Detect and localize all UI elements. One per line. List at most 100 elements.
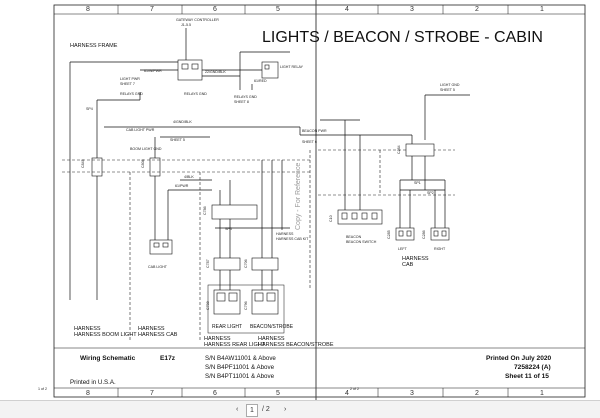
cab-light-pwr-label: CAB LIGHT PWR bbox=[126, 128, 155, 132]
sheet-number-label: Sheet 11 of 15 bbox=[505, 373, 549, 380]
col-5-bottom: 5 bbox=[276, 390, 280, 397]
sheet5-label-r: SHEET 5 bbox=[440, 88, 455, 92]
watermark: Copy - For Reference bbox=[295, 163, 302, 230]
col-2-bottom: 2 bbox=[475, 390, 479, 397]
drawing-frame bbox=[53, 4, 586, 398]
wire-label-1: 61/W/PWR bbox=[144, 69, 162, 73]
beacon-strobe-label: BEACON/STROBE bbox=[250, 324, 294, 330]
viewer-toolbar: ‹ 1 / 2 › bbox=[0, 400, 600, 418]
harness-rear-light-label: HARNESS REAR LIGHT bbox=[204, 342, 266, 348]
connector-c845 bbox=[91, 157, 103, 177]
left-light-label: LEFT bbox=[398, 247, 408, 251]
col-1-bottom: 1 bbox=[540, 390, 544, 397]
light-gnd-label: LIGHT GND bbox=[440, 83, 460, 87]
harness-frame-label: HARNESS FRAME bbox=[70, 43, 118, 49]
wire-label-3: 61/RED bbox=[254, 79, 267, 83]
relays-gnd-label: RELAYS GND bbox=[120, 92, 143, 96]
wire-label-4: 4/GND/BLK bbox=[173, 120, 192, 124]
c787-label: C787 bbox=[206, 259, 210, 268]
beacon-switch-label-1: BEACON bbox=[346, 235, 362, 239]
wiring-schematic-label: Wiring Schematic bbox=[80, 355, 136, 362]
light-pwr-label: LIGHT PWR bbox=[120, 77, 140, 81]
c808-label: C808 bbox=[141, 159, 145, 168]
relays-gnd-label-3: RELAYS GND bbox=[234, 95, 257, 99]
sp2-label: SP2 bbox=[427, 191, 434, 195]
connector-c787 bbox=[213, 257, 241, 271]
harness-cab-kit-label-a: HARNESS bbox=[276, 232, 294, 236]
harness-cab-right-label-1: HARNESS bbox=[402, 256, 429, 262]
connector-c808 bbox=[149, 157, 161, 177]
right-light-label: RIGHT bbox=[434, 247, 446, 251]
connector-c786 bbox=[211, 204, 258, 220]
sp4-label-2: SP4 bbox=[225, 227, 232, 231]
col-6-bottom: 6 bbox=[213, 390, 217, 397]
light-relay-box bbox=[261, 61, 279, 79]
sheet5-label: SHEET 5 bbox=[170, 138, 185, 142]
harness-cab-label: HARNESS CAB bbox=[138, 332, 178, 338]
page-number-input[interactable]: 1 bbox=[246, 404, 258, 417]
sheet8-label: SHEET 8 bbox=[234, 100, 249, 104]
sheet7-label: SHEET 7 bbox=[120, 82, 135, 86]
beacon-pwr-label: BEACON PWR bbox=[302, 129, 327, 133]
col-2: 2 bbox=[475, 6, 479, 13]
harness-cab-label-1: HARNESS bbox=[138, 326, 165, 332]
gateway-controller-label: GATEWAY CONTROLLER bbox=[176, 18, 219, 22]
col-7-bottom: 7 bbox=[150, 390, 154, 397]
connector-c284 bbox=[405, 143, 435, 157]
sn-line-2: S/N B4PF11001 & Above bbox=[205, 364, 275, 371]
next-page-button[interactable]: › bbox=[284, 406, 287, 413]
col-8: 8 bbox=[86, 6, 90, 13]
wire-label-2: 22/GND/BLK bbox=[205, 70, 226, 74]
page-title: LIGHTS / BEACON / STROBE - CABIN bbox=[262, 29, 543, 46]
page-total-label: / 2 bbox=[262, 406, 270, 413]
printed-on-label: Printed On July 2020 bbox=[486, 355, 552, 362]
col-5: 5 bbox=[276, 6, 280, 13]
col-4: 4 bbox=[345, 6, 349, 13]
col-4-bottom: 4 bbox=[345, 390, 349, 397]
harness-boom-light-label-1: HARNESS bbox=[74, 326, 101, 332]
harness-cab-kit-label: HARNESS CAB KIT bbox=[276, 237, 309, 241]
connector-c706 bbox=[251, 257, 279, 271]
printed-in-label: Printed in U.S.A. bbox=[70, 379, 116, 386]
c10-label: C10 bbox=[329, 215, 333, 222]
c786-label: C786 bbox=[203, 206, 207, 215]
wire-label-5: 61/PWR bbox=[175, 184, 189, 188]
harness-beacon-label-1: HARNESS bbox=[258, 336, 285, 342]
harness-cab-right-label: CAB bbox=[402, 262, 414, 268]
sp4-label: SP4 bbox=[86, 107, 93, 111]
c286-label: C286 bbox=[422, 230, 426, 239]
c285-label: C285 bbox=[387, 230, 391, 239]
c796-label: C796 bbox=[244, 301, 248, 310]
column-markers: 8 7 6 5 4 3 2 1 8 7 6 5 4 3 2 1 bbox=[86, 6, 544, 397]
relays-gnd-label-2: RELAYS GND bbox=[184, 92, 207, 96]
col-7: 7 bbox=[150, 6, 154, 13]
c706-label: C706 bbox=[244, 259, 248, 268]
wire-label-6: 4/BLK bbox=[184, 175, 194, 179]
sn-line-1: S/N B4AW11001 & Above bbox=[205, 355, 276, 362]
c284-label: C284 bbox=[397, 145, 401, 154]
light-relay-label: LIGHT RELAY bbox=[280, 65, 304, 69]
sp1-label: SP1 bbox=[414, 181, 421, 185]
left-page-footer: 1 of 2 bbox=[38, 387, 47, 391]
harness-boom-light-label: HARNESS BOOM LIGHT bbox=[74, 332, 137, 338]
boom-light-gnd-label: BOOM LIGHT GND bbox=[130, 147, 162, 151]
col-3: 3 bbox=[410, 6, 414, 13]
c845-label: C845 bbox=[81, 159, 85, 168]
sn-line-3: S/N B4PT11001 & Above bbox=[205, 373, 275, 380]
col-3-bottom: 3 bbox=[410, 390, 414, 397]
beacon-switch-label: BEACON SWITCH bbox=[346, 240, 377, 244]
harness-rear-light-label-1: HARNESS bbox=[204, 336, 231, 342]
rear-light-label: REAR LIGHT bbox=[212, 324, 242, 330]
col-8-bottom: 8 bbox=[86, 390, 90, 397]
sheet6-label: SHEET 6 bbox=[302, 140, 317, 144]
model-label: E17z bbox=[160, 355, 176, 362]
cab-light-box bbox=[149, 239, 173, 255]
relay-box-1 bbox=[177, 59, 203, 81]
part-number-label: 7258224 (A) bbox=[514, 364, 551, 371]
prev-page-button[interactable]: ‹ bbox=[236, 406, 239, 413]
col-1: 1 bbox=[540, 6, 544, 13]
schematic-canvas: 8 7 6 5 4 3 2 1 8 7 6 5 4 3 2 1 LIGHTS /… bbox=[38, 0, 586, 400]
col-6: 6 bbox=[213, 6, 217, 13]
connector-c10 bbox=[337, 209, 383, 225]
cab-light-label: CAB LIGHT bbox=[148, 265, 168, 269]
